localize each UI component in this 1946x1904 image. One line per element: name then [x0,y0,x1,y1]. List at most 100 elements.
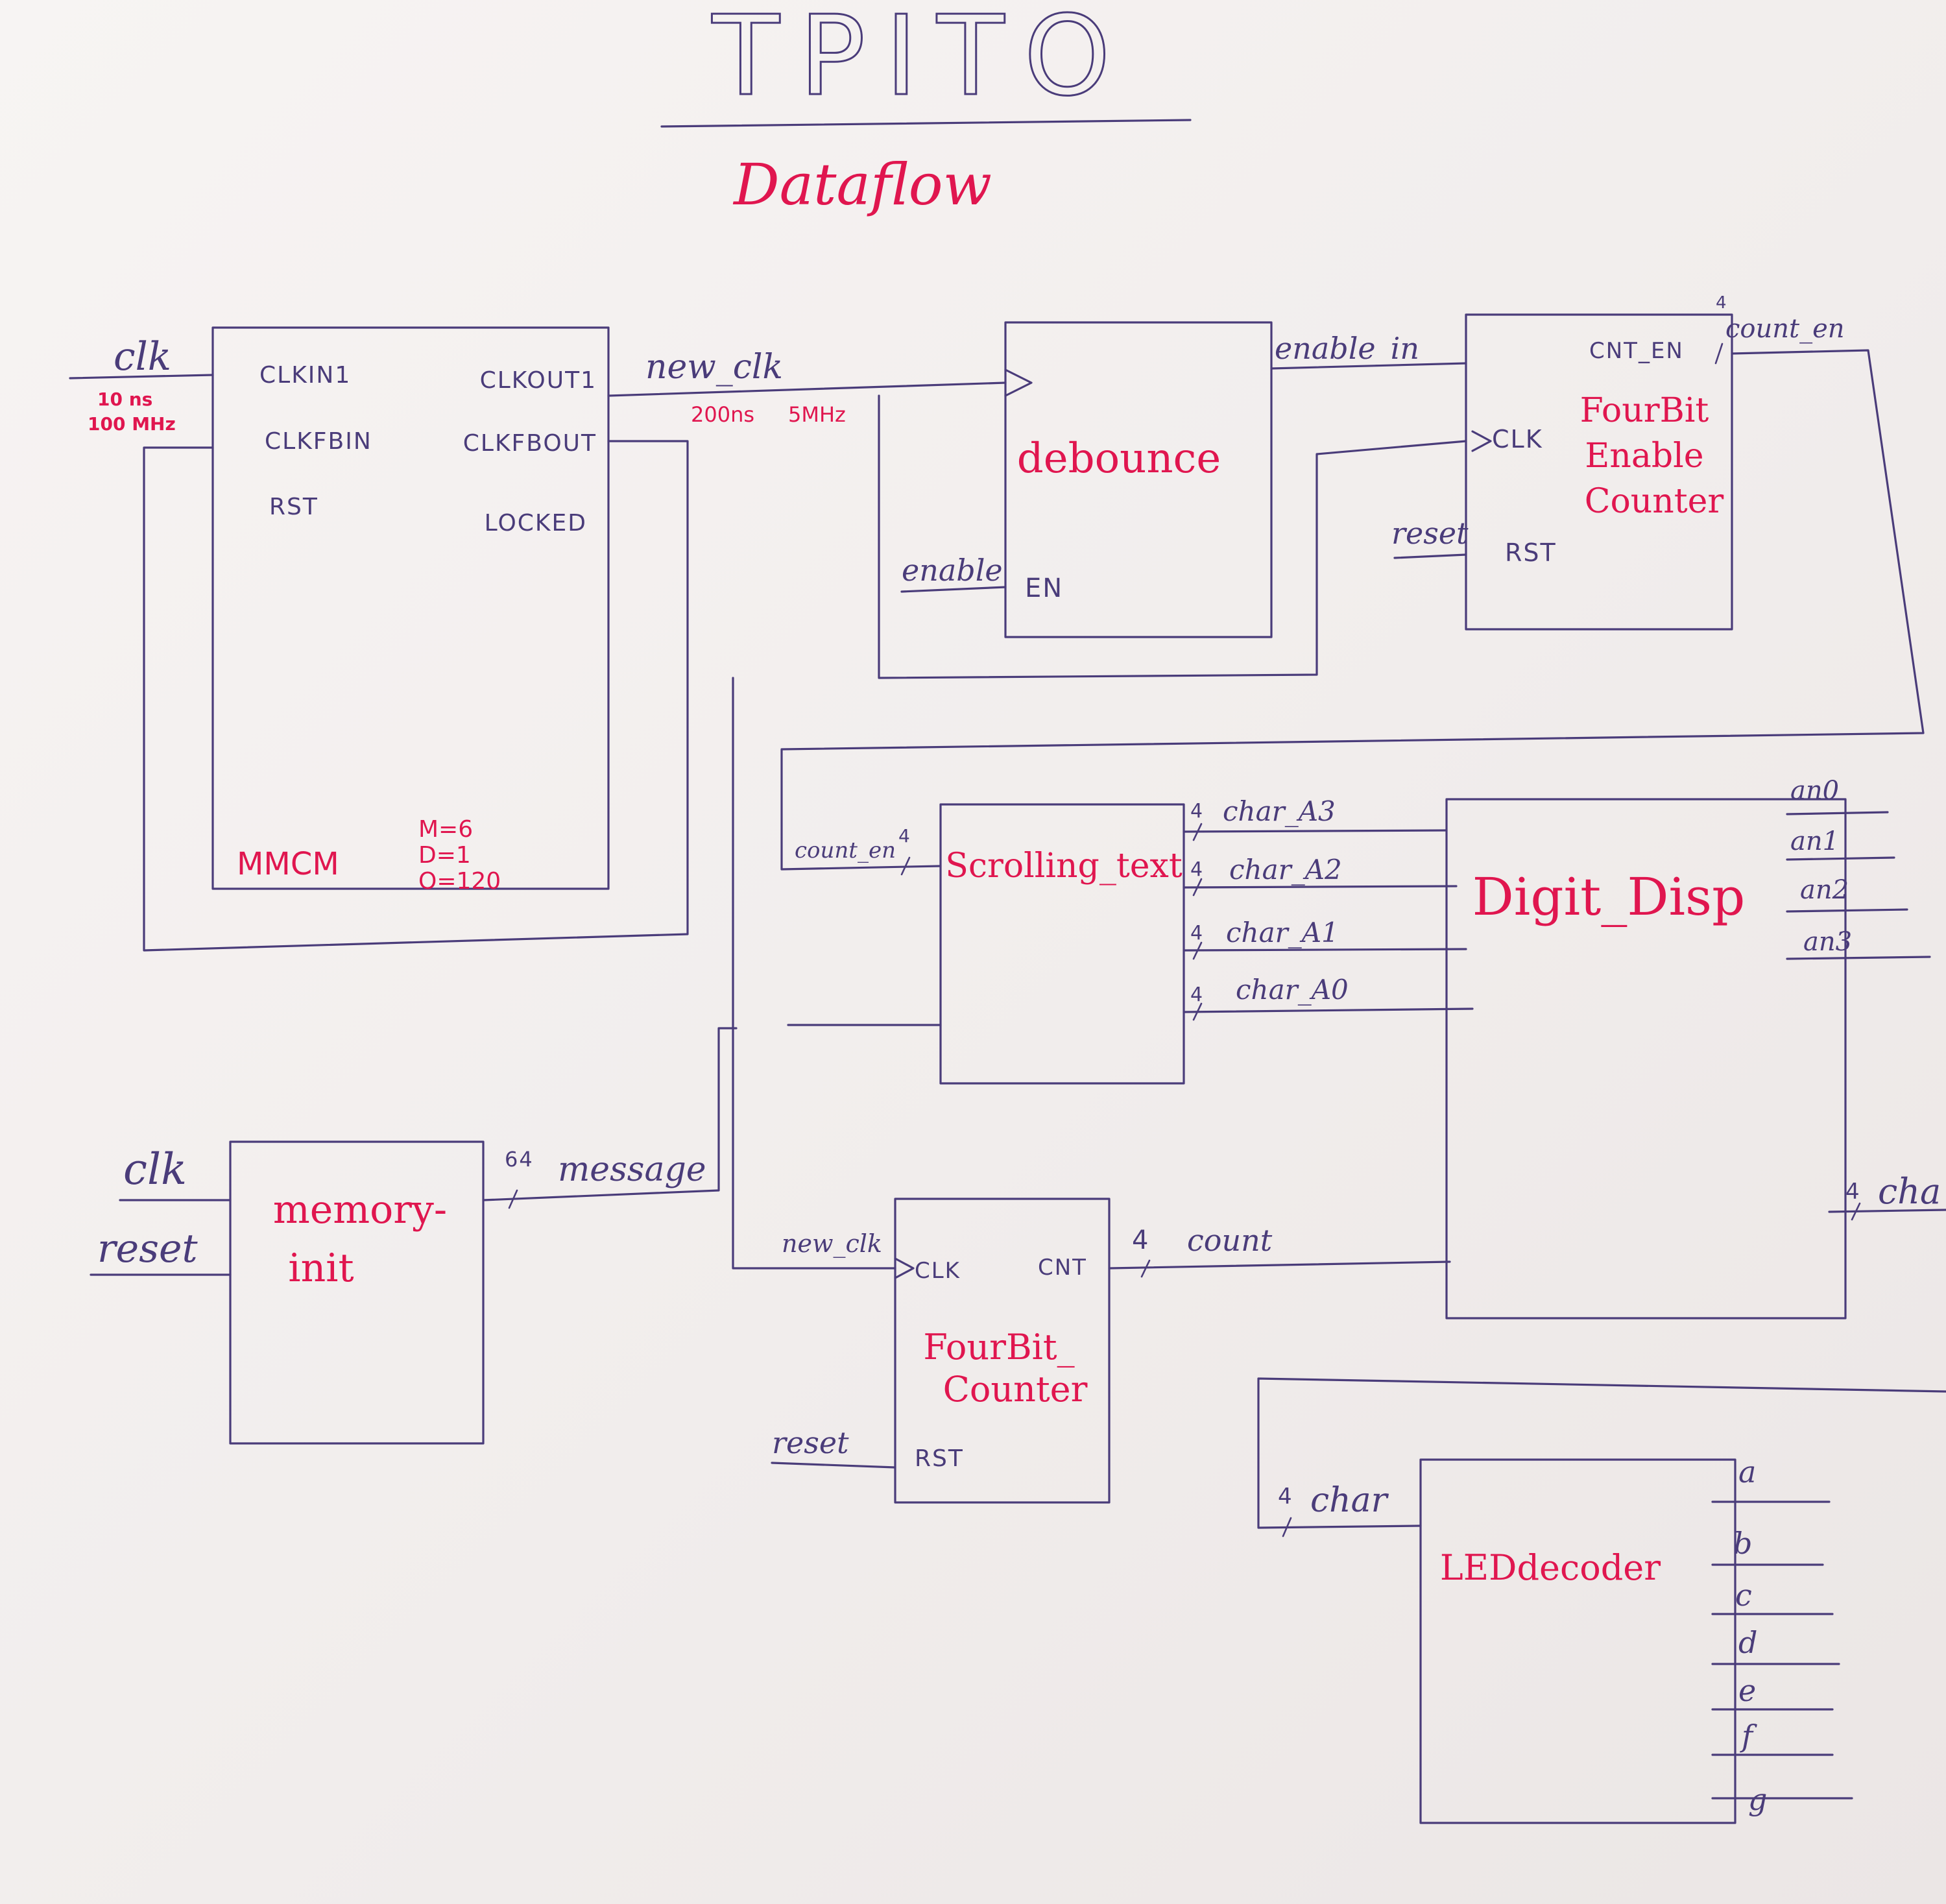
new-clk-bus [878,394,1467,679]
counter-name-1: FourBit_ [923,1327,1074,1368]
mmcm-param-o: O=120 [418,868,501,895]
char-a2-tick [1192,878,1203,897]
counter-out-label: count [1187,1223,1273,1258]
enable-counter-pin-clk: CLK [1492,425,1543,453]
char-a3-tick [1192,823,1203,841]
led-in-label: char [1310,1481,1389,1520]
char-a2-width: 4 [1190,858,1204,881]
char-a1-tick [1192,941,1203,960]
mmcm-clk-period: 10 ns [97,389,152,410]
seg-c-label: c [1735,1578,1752,1613]
char-a2-label: char_A2 [1229,854,1342,886]
an3-wire [1786,956,1931,960]
mmcm-pin-clkfbout: CLKFBOUT [463,430,597,457]
seg-a-label: a [1738,1454,1756,1489]
mmcm-clk-freq: 100 MHz [88,413,176,435]
char-a3-label: char_A3 [1223,795,1336,827]
counter-width: 4 [1132,1225,1149,1255]
count-bus-tick [1140,1259,1151,1278]
char-a1-width: 4 [1190,922,1204,945]
diagram-title: TPITO [712,0,1130,121]
message-wire [482,1027,738,1201]
an1-wire [1786,856,1895,861]
led-in-width: 4 [1278,1484,1293,1510]
enable-counter-pin-rst: RST [1505,538,1557,567]
enable-counter-name-2: Enable [1585,437,1703,476]
char-a3-width: 4 [1190,800,1204,823]
counter-clk-triangle [894,1257,915,1279]
counter-clk-in-label: new_clk [782,1229,882,1259]
enable-counter-reset-wire [1393,553,1467,559]
enable-counter-out-label: count_en [1725,314,1845,344]
mmcm-pin-clkin1: CLKIN1 [259,362,351,389]
mmcm-pin-clkout1: CLKOUT1 [480,367,597,394]
title-underline [660,119,1192,128]
scrolling-in-label: count_en [795,838,896,863]
counter-name-2: Counter [943,1369,1088,1410]
clk-input-wire [69,374,214,380]
digit-disp-char-wire [1828,1209,1946,1213]
char-a0-tick [1192,1002,1203,1021]
diagram-subtitle: Dataflow [732,151,992,218]
memory-init-name-2: init [288,1246,354,1291]
count-en-wire [780,349,1925,871]
scrolling-in-width: 4 [898,825,911,847]
counter-pin-rst: RST [915,1445,964,1472]
mmcm-name: MMCM [237,846,339,882]
digit-disp-char-width: 4 [1845,1179,1861,1205]
digit-disp-char-label: cha [1878,1171,1941,1212]
led-decoder-block [1419,1458,1736,1824]
seg-f-label: f [1740,1718,1757,1753]
enable-counter-pin-cnt-en: CNT_EN [1589,338,1684,364]
an2-label: an2 [1800,875,1849,905]
seg-b-label: b [1733,1526,1752,1561]
debounce-name: debounce [1017,435,1221,483]
enable-counter-width: 4 [1716,293,1728,313]
digit-disp-block [1445,798,1847,1320]
digit-disp-name: Digit_Disp [1472,867,1746,927]
counter-reset-wire [771,1462,896,1469]
count-en-bus-tick [1714,343,1724,365]
led-segment-wires [1711,1500,1853,1800]
mmcm-feedback-wire [143,440,689,952]
mmcm-param-d: D=1 [418,842,471,869]
memory-width: 64 [505,1147,534,1172]
mmcm-param-m: M=6 [418,816,473,843]
mmcm-block [211,326,610,890]
enable-counter-name-1: FourBit [1580,391,1709,430]
char-a2-wire [1183,885,1458,889]
enable-counter-reset-label: reset [1391,516,1469,551]
memory-clk-label: clk [123,1144,187,1194]
seg-d-label: d [1738,1625,1757,1660]
enable-counter-clk-triangle [1471,430,1492,452]
char-a1-label: char_A1 [1226,917,1339,948]
new-clk-freq: 5MHz [788,402,846,427]
counter-pin-clk: CLK [915,1258,961,1284]
mmcm-pin-rst: RST [269,494,318,520]
new-clk-period: 200ns [691,402,754,427]
mmcm-pin-clkfbin: CLKFBIN [265,428,372,455]
debounce-enable-label: enable [902,553,1003,588]
an3-label: an3 [1803,927,1852,957]
new-clk-label: new_clk [645,348,783,387]
scrolling-text-name: Scrolling_text [945,847,1183,886]
debounce-pin-en: EN [1025,573,1063,603]
debounce-clk-triangle [1004,368,1033,397]
memory-init-block [229,1140,485,1445]
an2-wire [1786,908,1908,913]
debounce-block [1004,321,1273,638]
counter-block [894,1198,1111,1504]
scrolling-in-bus-tick [900,856,911,876]
seg-g-label: g [1748,1782,1767,1817]
an0-label: an0 [1790,776,1839,806]
an0-wire [1786,811,1889,815]
led-decoder-name: LEDdecoder [1440,1547,1661,1588]
digit-disp-anode-wires [1786,811,1931,960]
led-char-tick [1282,1517,1292,1537]
char-a3-wire [1183,829,1448,833]
an1-label: an1 [1790,826,1839,856]
memory-reset-label: reset [97,1226,198,1271]
enable-counter-name-3: Counter [1585,482,1724,521]
